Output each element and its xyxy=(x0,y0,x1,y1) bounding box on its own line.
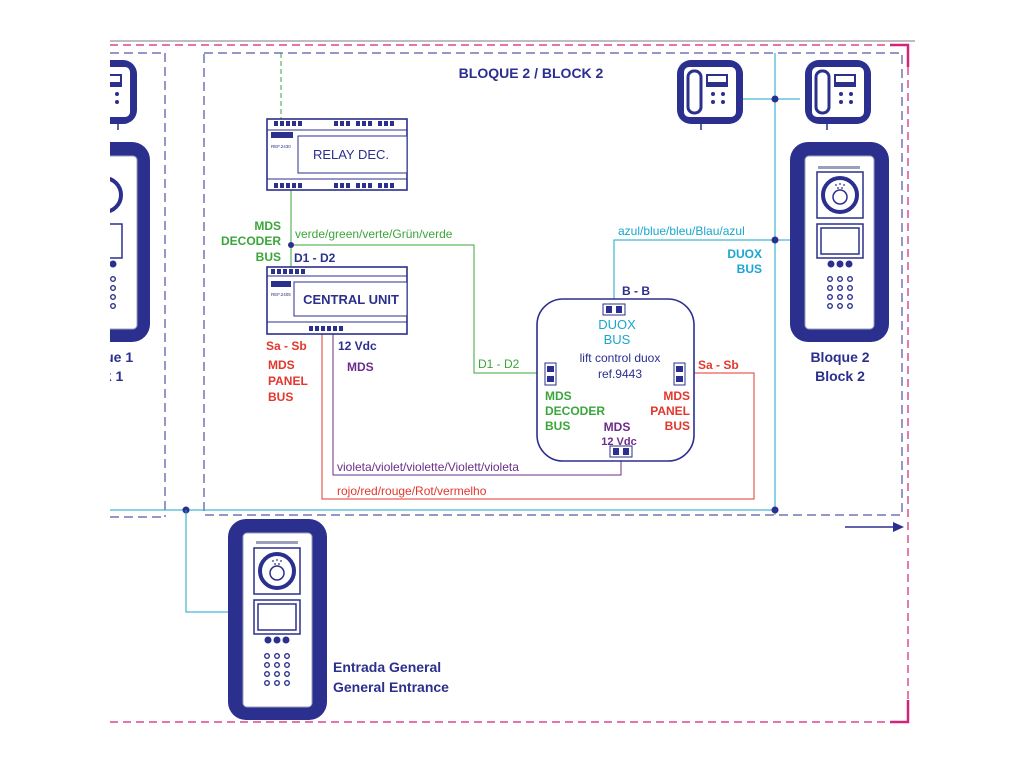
central-unit: REF.2405 CENTRAL UNIT xyxy=(266,266,408,335)
lift-mds-left-1: MDS xyxy=(545,389,572,403)
block2-label-line1: Bloque 2 xyxy=(810,349,869,365)
duox-bus-label-2: BUS xyxy=(737,262,762,276)
lift-mds-right-2: PANEL xyxy=(650,404,690,418)
central-ref: REF.2405 xyxy=(271,292,291,297)
lift-mds-right-3: BUS xyxy=(665,419,690,433)
mds-decoder-label-2: DECODER xyxy=(221,234,281,248)
lift-mds-left-3: BUS xyxy=(545,419,570,433)
entrance-panel-general xyxy=(228,519,327,720)
relay-top-terminals xyxy=(274,121,394,126)
general-entrance-label-1: Entrada General xyxy=(333,659,441,675)
lift-duox-1: DUOX xyxy=(598,317,636,332)
block2-title: BLOQUE 2 / BLOCK 2 xyxy=(459,65,604,81)
lift-mds-right-1: MDS xyxy=(663,389,690,403)
relay-ref: REF.2430 xyxy=(271,144,291,149)
wires xyxy=(110,53,904,613)
lift-control-module: DUOX BUS lift control duox ref.9443 MDS … xyxy=(536,298,695,462)
green-wire-label: verde/green/verte/Grün/verde xyxy=(295,227,453,241)
lift-terminal-left xyxy=(544,362,557,386)
lift-terminal-top xyxy=(602,303,626,316)
violet-wire-label: violeta/violet/violette/Violett/violeta xyxy=(337,460,519,474)
building-boundaries xyxy=(110,40,915,724)
mds-panel-label-1: MDS xyxy=(268,358,295,372)
vdc-central-label: 12 Vdc xyxy=(338,339,377,353)
red-wire-label: rojo/red/rouge/Rot/vermelho xyxy=(337,484,487,498)
mds-central-label: MDS xyxy=(347,360,374,374)
sa-sb-right-label: Sa - Sb xyxy=(698,358,739,372)
lift-mds-mid: MDS xyxy=(604,420,631,434)
d1-d2-right-label: D1 - D2 xyxy=(478,357,520,371)
entrance-panel-block1 xyxy=(0,40,150,510)
central-top-terminals xyxy=(271,269,305,274)
handset-monitor-icon xyxy=(803,58,873,126)
relay-label: RELAY DEC. xyxy=(313,147,389,162)
block-labels: oque 1 ck 1 Bloque 2 Block 2 Entrada Gen… xyxy=(88,349,870,695)
entrance-panel-block2 xyxy=(790,142,889,342)
lift-title: lift control duox xyxy=(580,351,661,365)
lift-terminal-right xyxy=(673,362,686,386)
d1-d2-top-label: D1 - D2 xyxy=(294,251,336,265)
handset-monitor-icon xyxy=(675,58,745,126)
mds-panel-label-2: PANEL xyxy=(268,374,308,388)
lift-vdc: 12 Vdc xyxy=(601,436,636,448)
mds-decoder-label-3: BUS xyxy=(256,250,281,264)
blue-wire-label: azul/blue/bleu/Blau/azul xyxy=(618,224,745,238)
bb-label: B - B xyxy=(622,284,650,298)
central-bottom-terminals xyxy=(309,326,343,331)
lift-mds-left-2: DECODER xyxy=(545,404,605,418)
wire-labels: MDS DECODER BUS D1 - D2 verde/green/vert… xyxy=(221,219,762,498)
lift-duox-2: BUS xyxy=(604,332,631,347)
mds-panel-label-3: BUS xyxy=(268,390,293,404)
mds-decoder-label-1: MDS xyxy=(254,219,281,233)
lift-terminal-bottom xyxy=(609,445,633,458)
sa-sb-left-label: Sa - Sb xyxy=(266,339,307,353)
general-entrance-label-2: General Entrance xyxy=(333,679,449,695)
central-label: CENTRAL UNIT xyxy=(303,292,399,307)
block2-label-line2: Block 2 xyxy=(815,368,865,384)
relay-bottom-terminals xyxy=(274,183,394,188)
relay-decoder: REF.2430 RELAY DEC. xyxy=(266,118,408,191)
lift-ref: ref.9443 xyxy=(598,367,642,381)
duox-bus-label-1: DUOX xyxy=(727,247,762,261)
